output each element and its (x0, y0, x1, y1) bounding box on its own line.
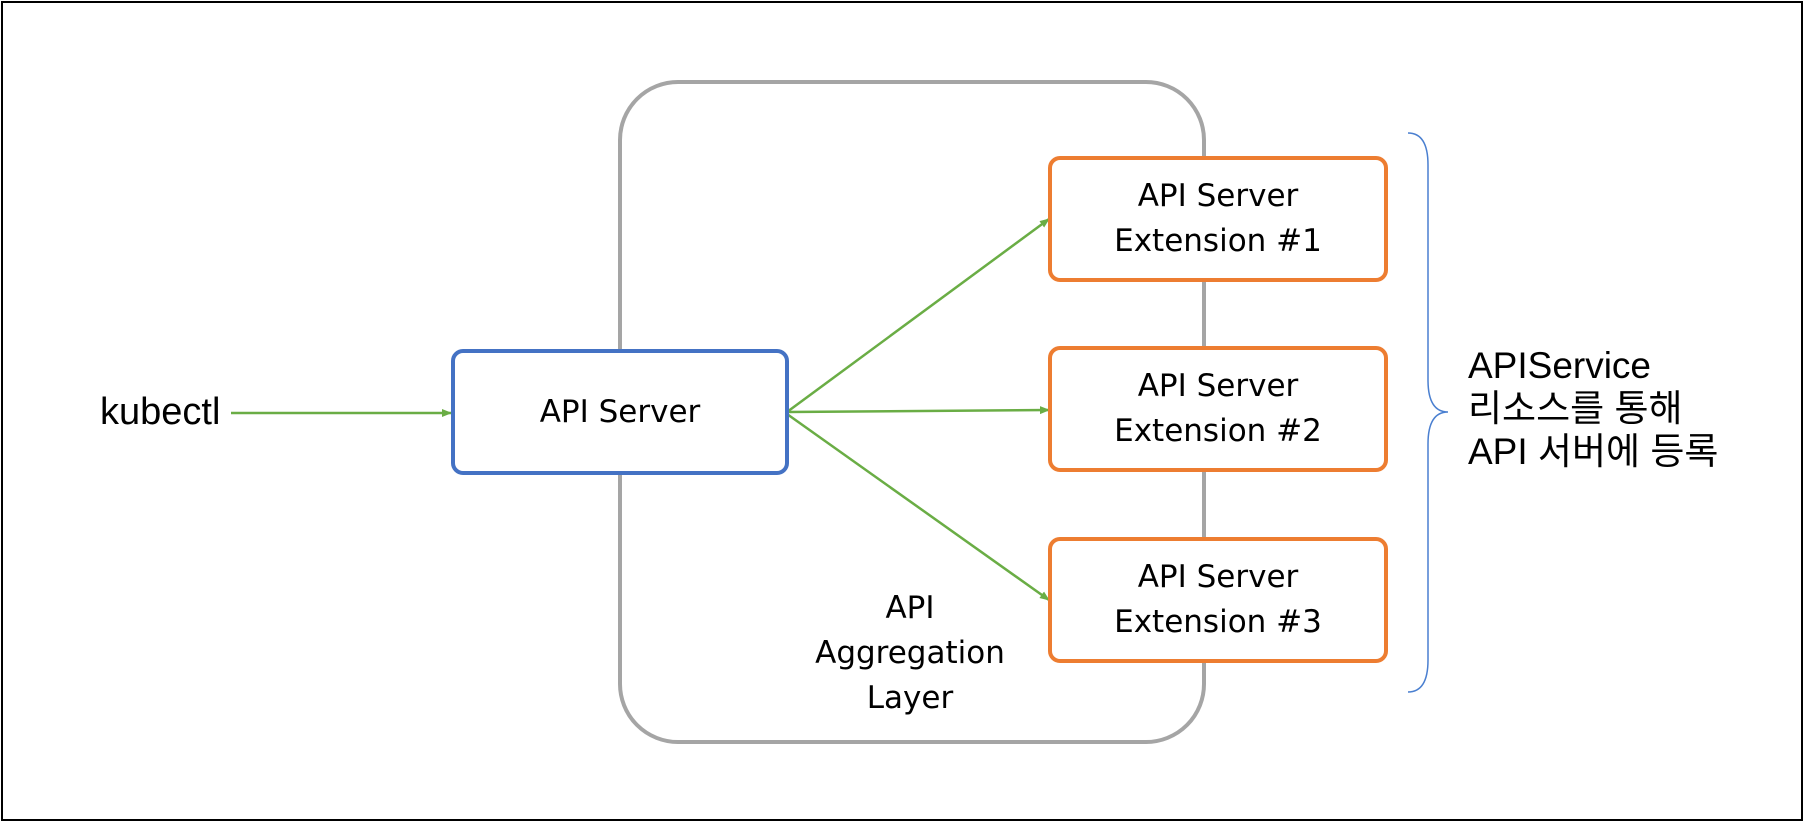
extension-1-line2: Extension #1 (1114, 223, 1322, 259)
aggregation-line2: Aggregation (815, 635, 1005, 671)
annotation-line3: API 서버에 등록 (1468, 431, 1719, 472)
extension-3-line2: Extension #3 (1114, 604, 1322, 640)
extension-box-3[interactable] (1048, 537, 1388, 663)
arrow-api-server-to-extension-1 (786, 217, 1050, 414)
arrow-api-server-to-extension-3 (786, 412, 1050, 602)
extension-2-label: API Server Extension #2 (1050, 364, 1386, 454)
extension-box-2[interactable] (1048, 346, 1388, 472)
annotation-line1: APIService (1468, 345, 1652, 386)
arrow-api-server-to-extension-2 (786, 406, 1050, 415)
extension-2-line2: Extension #2 (1114, 413, 1322, 449)
aggregation-layer-label: API Aggregation Layer (790, 586, 1030, 721)
annotation-line2: 리소스를 통해 (1468, 388, 1683, 429)
extension-1-label: API Server Extension #1 (1050, 174, 1386, 264)
apiservice-annotation: APIService 리소스를 통해 API 서버에 등록 (1468, 344, 1718, 473)
extension-1-line1: API Server (1137, 178, 1299, 214)
extension-3-line1: API Server (1137, 559, 1299, 595)
api-server-box[interactable] (451, 349, 789, 475)
api-server-label: API Server (539, 394, 701, 430)
aggregation-line1: API (885, 590, 935, 626)
kubectl-label: kubectl (100, 391, 221, 433)
aggregation-line3: Layer (866, 680, 954, 716)
curly-brace (1407, 132, 1449, 693)
extension-box-1[interactable] (1048, 156, 1388, 282)
extension-3-label: API Server Extension #3 (1050, 555, 1386, 645)
extension-2-line1: API Server (1137, 368, 1299, 404)
